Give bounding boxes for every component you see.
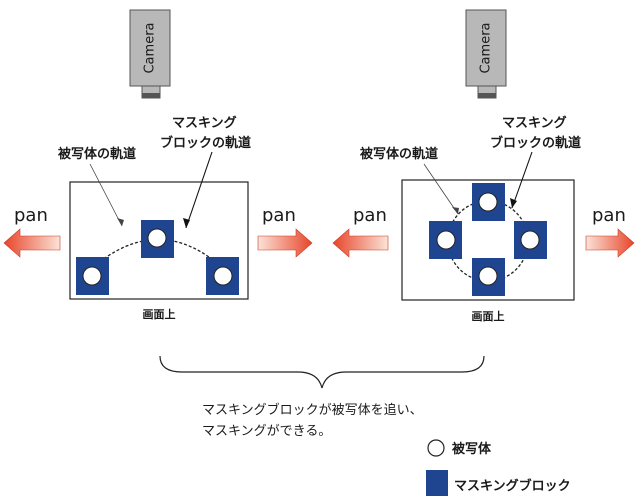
mask-block <box>429 221 462 259</box>
pan-label: pan <box>14 205 48 226</box>
camera-icon: Camera <box>465 9 507 99</box>
subject-path-label: 被写体の軌道 <box>57 146 136 162</box>
mask-path-label-line2: ブロックの軌道 <box>490 135 581 151</box>
legend-subject-label: 被写体 <box>451 441 492 457</box>
mask-block <box>76 257 109 295</box>
pan-label: pan <box>353 205 387 226</box>
camera-icon: Camera <box>129 9 171 99</box>
subject-marker <box>478 192 498 212</box>
subject-marker <box>478 266 498 286</box>
subject-marker <box>520 230 540 250</box>
mask-path-label-line1: マスキング <box>172 115 237 131</box>
grouping-brace <box>159 355 485 389</box>
mask-path-leader <box>511 151 533 209</box>
subject-path-label: 被写体の軌道 <box>359 146 438 162</box>
mask-block <box>472 258 505 296</box>
legend-mask-label: マスキングブロック <box>454 478 571 494</box>
mask-path-leader <box>185 151 213 229</box>
legend-subject-icon <box>427 439 445 457</box>
mask-path-label-line1: マスキング <box>502 115 567 131</box>
mask-path-label-line2: ブロックの軌道 <box>160 135 251 151</box>
subject-path-leader <box>89 163 123 227</box>
screen-label: 画面上 <box>143 307 176 321</box>
mask-block <box>472 183 505 221</box>
legend: 被写体 マスキングブロック <box>426 439 571 496</box>
caption-line2: マスキングができる。 <box>202 424 331 439</box>
subject-marker <box>82 266 102 286</box>
right-panel: Camera 被写体の軌道 マスキング ブロックの軌道 <box>332 9 635 323</box>
mask-block <box>514 221 547 259</box>
pan-left-arrow <box>3 228 61 258</box>
pan-label: pan <box>592 205 626 226</box>
caption-line1: マスキングブロックが被写体を追い、 <box>202 402 423 418</box>
camera-label: Camera <box>143 22 158 73</box>
camera-label: Camera <box>479 22 494 73</box>
subject-marker <box>147 228 167 248</box>
pan-left-arrow <box>332 228 389 258</box>
screen-label: 画面上 <box>472 309 505 323</box>
pan-right-arrow <box>257 228 313 258</box>
legend-mask-icon <box>426 470 448 496</box>
left-panel: Camera 被写体の軌道 マスキング ブロックの軌道 画面上 <box>3 9 313 321</box>
mask-block <box>206 257 239 295</box>
pan-right-arrow <box>585 228 635 258</box>
mask-block <box>141 220 174 258</box>
subject-marker <box>213 266 233 286</box>
subject-path-leader <box>423 163 459 215</box>
pan-label: pan <box>262 205 296 226</box>
subject-marker <box>436 230 456 250</box>
